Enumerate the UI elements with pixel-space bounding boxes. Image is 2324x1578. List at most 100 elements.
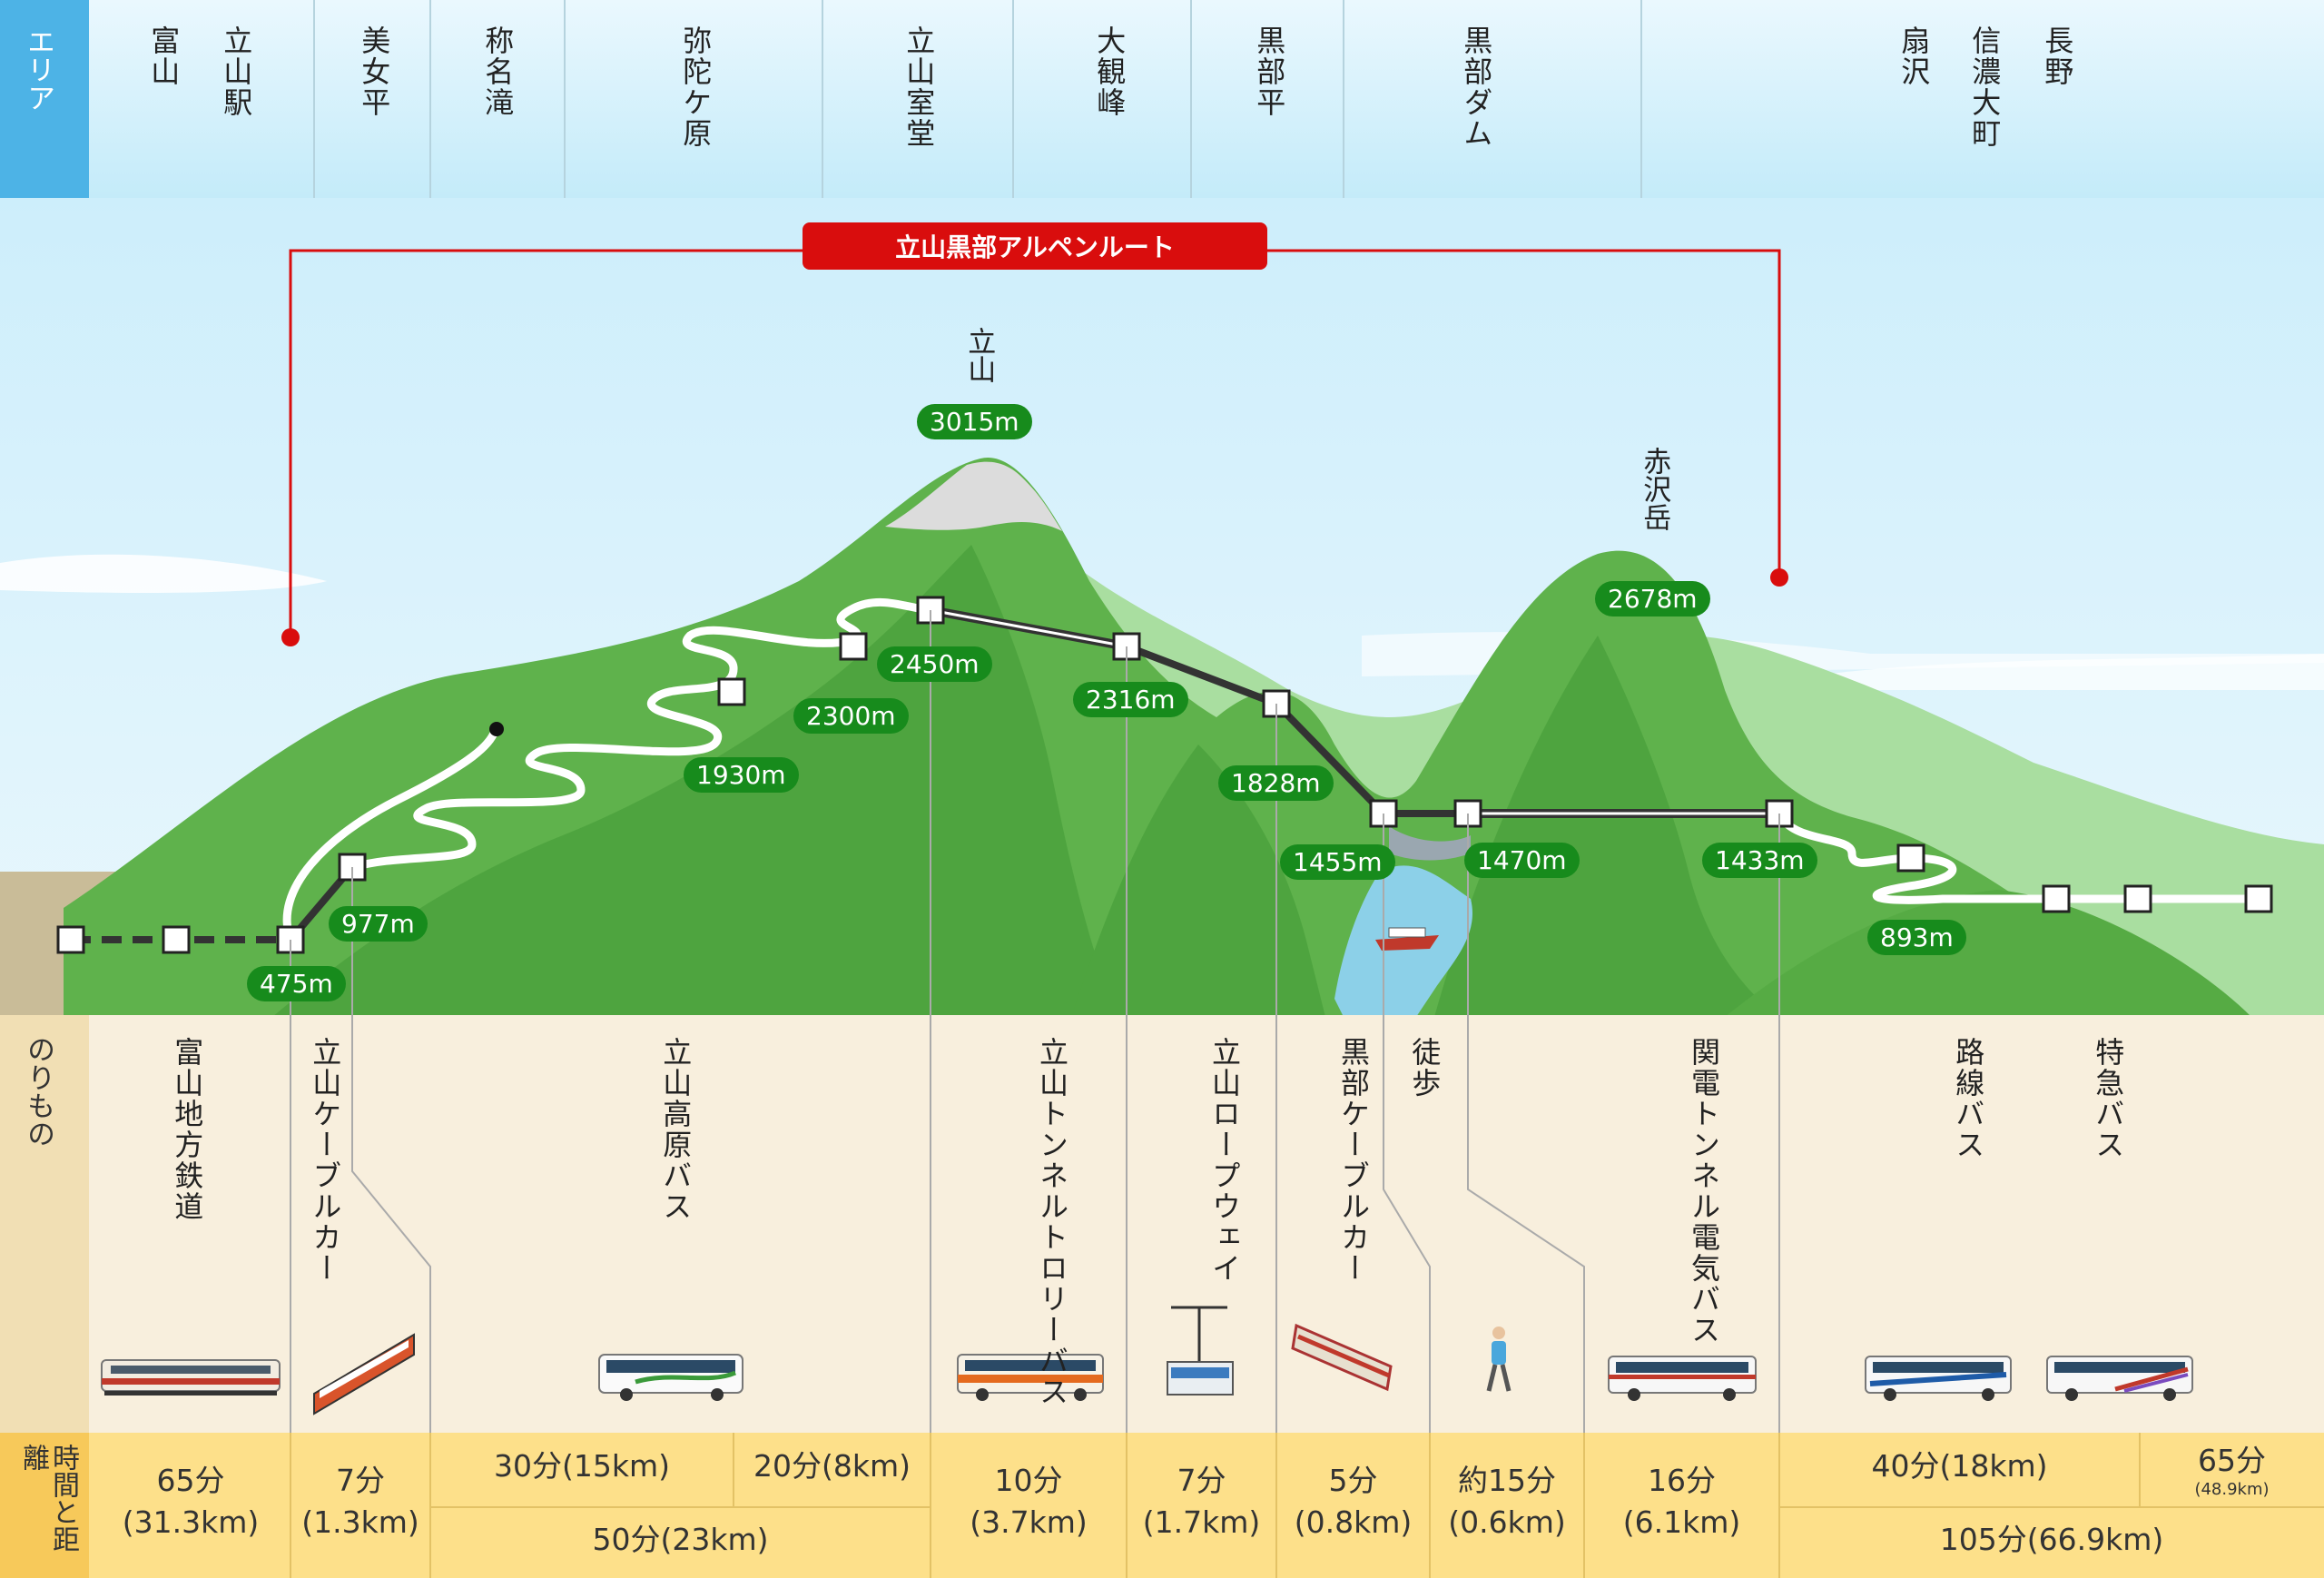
transport-kanden-bus: 関電トンネル電気バス xyxy=(1687,1037,1721,1346)
time-value: 65分 xyxy=(156,1463,225,1498)
transport-walking: 徒歩 xyxy=(1407,1037,1443,1099)
altitude-bijodaira: 977m xyxy=(329,906,428,942)
altitude-tateyama-station: 475m xyxy=(247,966,346,1001)
route-bus-icon xyxy=(1865,1356,2012,1401)
area-kurobe-dam: 黒部ダム xyxy=(1459,25,1494,149)
stations xyxy=(56,596,2273,954)
peak-akazawa-altitude: 2678m xyxy=(1595,581,1710,616)
area-bijodaira: 美女平 xyxy=(357,25,392,118)
transport-express-bus: 特急バス xyxy=(2091,1037,2126,1160)
area-shinano-omachi: 信濃大町 xyxy=(1967,25,2003,149)
transport-kurobe-cable-car: 黒部ケーブルカー xyxy=(1336,1037,1371,1284)
distance-value: (0.8km) xyxy=(1294,1504,1413,1541)
kanden-bus-icon xyxy=(1608,1356,1757,1401)
route-endpoint-dot xyxy=(281,628,300,646)
altitude-murodo: 2450m xyxy=(877,646,992,682)
time-band xyxy=(0,1433,2324,1578)
altitude-kurobe-dam: 1470m xyxy=(1464,843,1580,878)
ogizawa-road xyxy=(1776,813,2056,904)
area-shomyo-falls: 称名滝 xyxy=(480,25,516,118)
distance-value: (1.3km) xyxy=(301,1504,419,1541)
time-kanden-bus: 16分 (6.1km) xyxy=(1584,1460,1779,1543)
ropeway-icon xyxy=(1167,1306,1234,1396)
time-value: 10分 xyxy=(994,1463,1063,1498)
area-row-label: エリア xyxy=(22,27,54,112)
time-ropeway: 7分 (1.7km) xyxy=(1127,1460,1276,1543)
route-bracket xyxy=(289,249,1781,634)
cloud xyxy=(1725,654,2324,690)
express-bus-icon xyxy=(2046,1356,2193,1401)
distance-value: (31.3km) xyxy=(122,1504,260,1541)
peak-tateyama-name: 立山 xyxy=(962,327,996,383)
altitude-ogizawa: 1433m xyxy=(1702,843,1817,878)
dam xyxy=(1389,826,1471,861)
snow-cap xyxy=(885,461,1062,531)
transport-toyama-railway: 富山地方鉄道 xyxy=(170,1037,205,1222)
walking-person-icon xyxy=(1486,1327,1512,1392)
time-walking: 約15分 (0.6km) xyxy=(1430,1460,1584,1543)
time-express-bus: 65分 (48.9km) xyxy=(2140,1440,2324,1498)
area-murodo: 立山室堂 xyxy=(901,25,937,149)
distance-value: (6.1km) xyxy=(1622,1504,1741,1541)
peak-akazawa-name: 赤沢岳 xyxy=(1638,447,1671,531)
transport-label-cell xyxy=(0,1015,89,1433)
time-dividers xyxy=(290,1433,2324,1578)
area-kurobedaira: 黒部平 xyxy=(1252,25,1287,118)
area-label-cell xyxy=(0,0,89,198)
trolleybus-icon xyxy=(957,1354,1104,1401)
cloud xyxy=(0,554,327,593)
highland-bus-icon xyxy=(598,1354,743,1401)
cable-car-icon xyxy=(313,1333,415,1415)
route-endpoint-dot xyxy=(1770,568,1788,587)
transport-row-label: のりもの xyxy=(22,1035,54,1148)
distance-value: (3.7km) xyxy=(970,1504,1088,1541)
distance-value: (48.9km) xyxy=(2194,1480,2270,1500)
time-highland-bus-total: 50分(23km) xyxy=(592,1522,769,1557)
transport-trolleybus: 立山トンネルトロリーバス xyxy=(1035,1037,1069,1407)
time-value: 7分 xyxy=(1177,1463,1226,1498)
time-value: 約15分 xyxy=(1458,1463,1556,1498)
kurobe-cable-line xyxy=(1274,701,1386,816)
ropeway-line xyxy=(1125,643,1278,707)
time-value: 7分 xyxy=(336,1463,385,1498)
transport-highland-bus: 立山高原バス xyxy=(658,1037,694,1222)
altitude-kurobedaira: 1828m xyxy=(1218,765,1334,801)
time-route-bus: 40分(18km) xyxy=(1871,1448,2048,1484)
area-dividers xyxy=(313,0,1642,198)
route-title-banner: 立山黒部アルペンルート xyxy=(803,222,1267,270)
peak-tateyama-altitude: 3015m xyxy=(917,404,1032,439)
trolleybus-line-inner xyxy=(930,608,1128,648)
highway-path xyxy=(282,729,499,942)
area-ogizawa: 扇沢 xyxy=(1896,25,1932,87)
transport-tateyama-cable-car: 立山ケーブルカー xyxy=(308,1037,343,1284)
altitude-midagahara: 1930m xyxy=(684,757,799,793)
time-railway: 65分 (31.3km) xyxy=(102,1460,280,1543)
mountain-shade xyxy=(1434,636,1779,1017)
kurobe-cable-car-icon xyxy=(1291,1323,1393,1392)
time-kurobe-cable: 5分 (0.8km) xyxy=(1276,1460,1430,1543)
area-nagano: 長野 xyxy=(2040,25,2075,87)
transport-ropeway: 立山ロープウェイ xyxy=(1207,1037,1242,1284)
area-tateyama-station: 立山駅 xyxy=(219,25,254,118)
area-header-band xyxy=(0,0,2324,198)
transport-route-bus: 路線バス xyxy=(1951,1037,1986,1160)
train-icon xyxy=(101,1359,281,1396)
area-midagahara: 弥陀ケ原 xyxy=(678,25,714,149)
time-label-cell xyxy=(0,1433,89,1578)
time-trolleybus: 10分 (3.7km) xyxy=(931,1460,1127,1543)
altitude-kurobeko: 1455m xyxy=(1280,844,1395,880)
time-cable-car: 7分 (1.3km) xyxy=(290,1460,430,1543)
time-highland-bus-2: 20分(8km) xyxy=(753,1448,911,1484)
mountain-shade xyxy=(1071,745,1325,1017)
distance-value: (1.7km) xyxy=(1142,1504,1261,1541)
distance-value: (0.6km) xyxy=(1448,1504,1566,1541)
altitude-shinano-omachi: 893m xyxy=(1867,920,1966,955)
area-toyama: 富山 xyxy=(146,25,182,87)
time-highland-bus-1: 30分(15km) xyxy=(494,1448,670,1484)
area-daikanbo: 大観峰 xyxy=(1092,25,1128,118)
boat-icon xyxy=(1375,927,1439,951)
path-end-dot xyxy=(489,722,504,736)
mountain-shade xyxy=(1725,890,2251,1017)
